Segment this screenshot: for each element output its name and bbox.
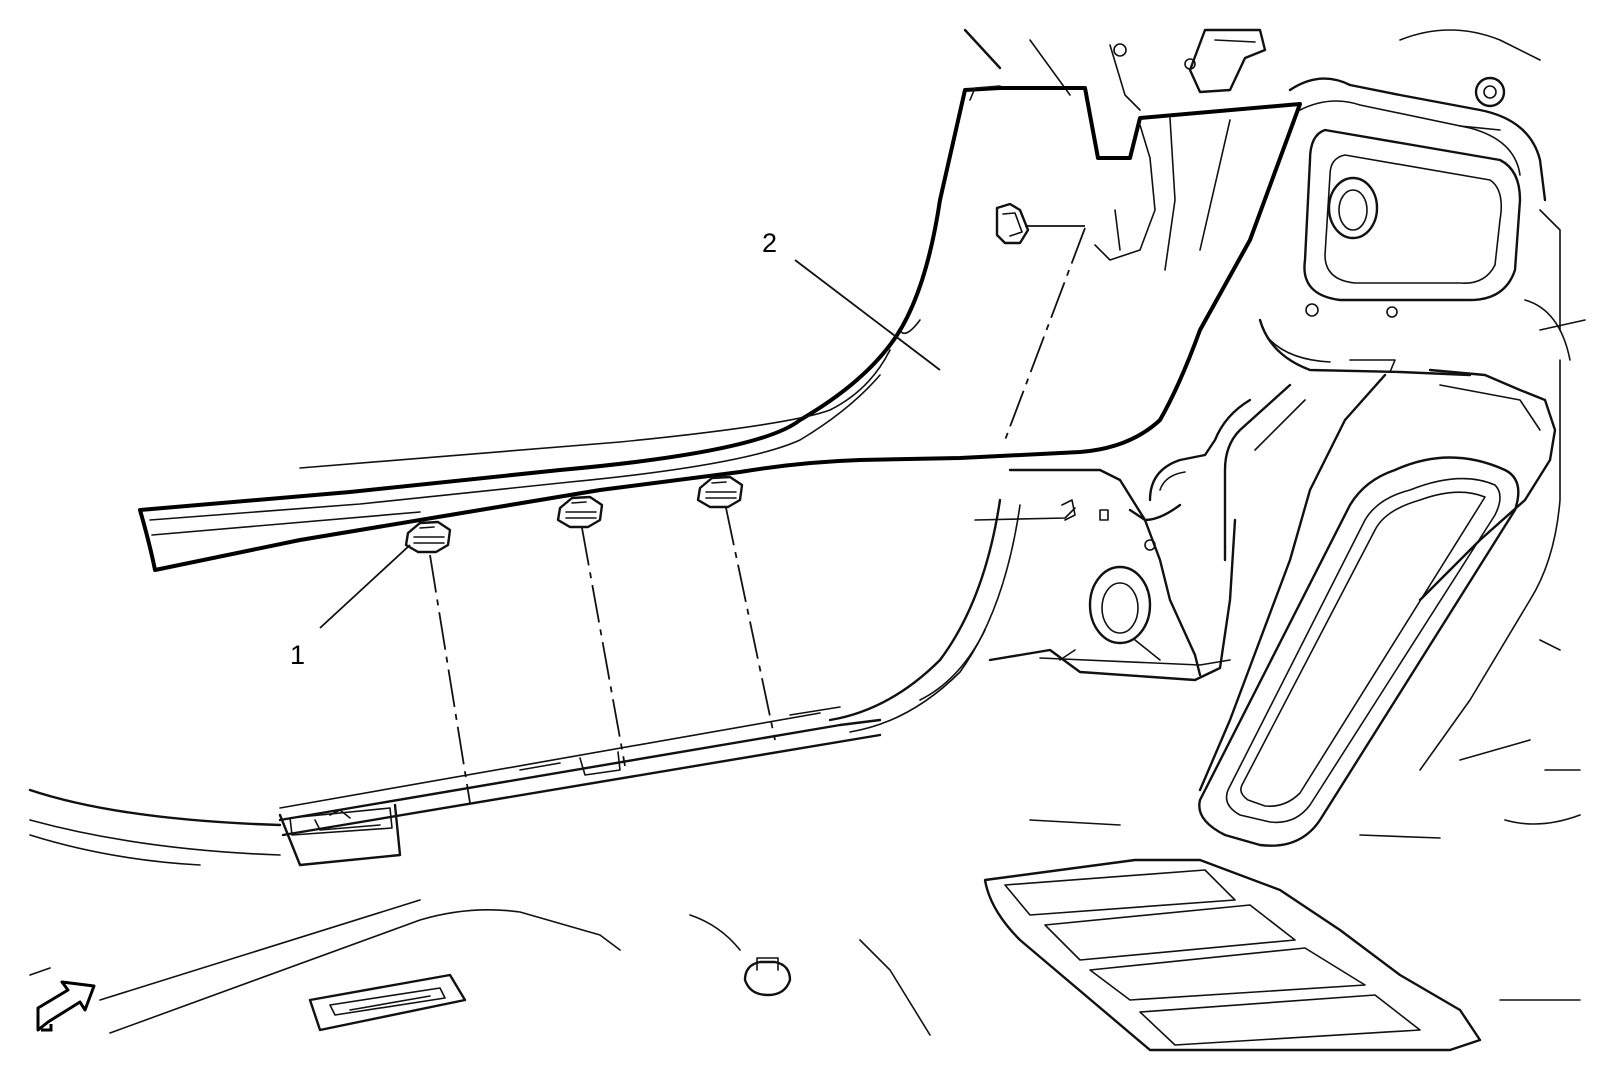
retainer-clip: [696, 475, 744, 509]
view-direction-arrow-icon: [36, 980, 96, 1032]
callout-1-leader: [319, 544, 411, 629]
installation-center-lines: [429, 227, 1086, 804]
door-opening-and-floor: [28, 498, 1021, 1036]
callout-1-label: 1: [290, 640, 305, 670]
retainer-clips-item-1: [404, 475, 744, 554]
body-structure: [963, 28, 1586, 1052]
callout-2-leader: [794, 259, 941, 371]
leader-lines: [319, 225, 1085, 629]
retainer-clip: [404, 520, 452, 554]
callout-2-label: 2: [762, 228, 777, 258]
trim-panel-item-2: [138, 85, 1302, 572]
retainer-clip: [556, 495, 604, 529]
